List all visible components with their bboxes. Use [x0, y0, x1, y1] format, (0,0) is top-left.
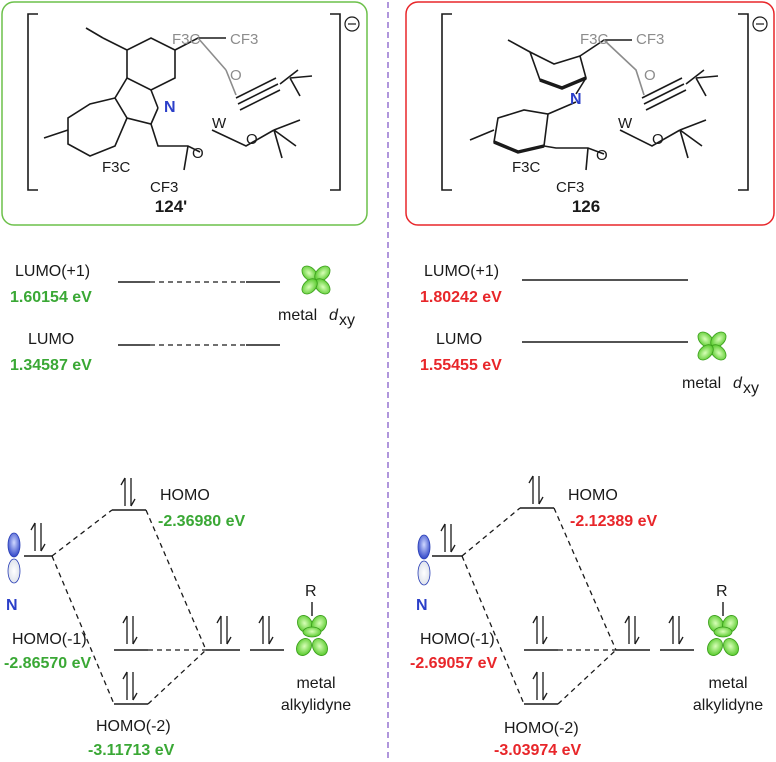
- n-atom-label: N: [164, 99, 176, 116]
- o-label-right: O: [246, 131, 258, 148]
- alkylidyne-label-line2: alkylidyne: [281, 697, 351, 714]
- mo-panel-right: LUMO(+1) 1.80242 eV LUMO 1.55455 eV meta…: [410, 263, 763, 759]
- compound-box-left: F3C CF3 O N W O O F3C CF3 124': [1, 1, 368, 226]
- w-atom-label: W: [618, 115, 633, 132]
- electron-pair-icon: [216, 615, 232, 645]
- electron-pair-icon: [30, 522, 46, 552]
- electron-pair-icon: [532, 671, 548, 701]
- electron-pair-icon: [668, 615, 684, 645]
- o-label-bottom: O: [192, 145, 204, 162]
- o-label-right: O: [652, 131, 664, 148]
- r-group-label: R: [305, 583, 317, 600]
- homo-minus2-energy: -3.03974 eV: [494, 742, 582, 759]
- clover-orbital-icon: [298, 262, 334, 298]
- lumo-label: LUMO: [28, 331, 74, 348]
- electron-pair-icon: [122, 615, 138, 645]
- lumo-plus1-energy: 1.80242 eV: [420, 289, 502, 306]
- p-orbital-icon: [417, 534, 431, 586]
- metal-dxy-label: metal: [682, 375, 721, 392]
- clover-orbital-icon: [694, 328, 730, 364]
- alkylidyne-label-line2: alkylidyne: [693, 697, 763, 714]
- alkylidyne-label-line1: metal: [708, 675, 747, 692]
- homo-label: HOMO: [160, 487, 210, 504]
- electron-pair-icon: [532, 615, 548, 645]
- cf3-label-top: CF3: [636, 31, 664, 48]
- homo-minus1-label: HOMO(-1): [12, 631, 87, 648]
- homo-energy: -2.12389 eV: [570, 513, 658, 530]
- homo-minus1-energy: -2.86570 eV: [4, 655, 92, 672]
- homo-minus1-label: HOMO(-1): [420, 631, 495, 648]
- r-group-label: R: [716, 583, 728, 600]
- p-orbital-icon: [7, 532, 21, 584]
- d-symbol: d: [733, 375, 743, 392]
- n-orbital-label: N: [6, 597, 18, 614]
- n-orbital-label: N: [416, 597, 428, 614]
- w-atom-label: W: [212, 115, 227, 132]
- lumo-plus1-label: LUMO(+1): [15, 263, 90, 280]
- alkylidyne-orbital-icon: [292, 601, 332, 659]
- cf3-label-bottom: CF3: [150, 179, 178, 196]
- compound-label-left: 124': [155, 197, 187, 216]
- alkylidyne-label-line1: metal: [296, 675, 335, 692]
- cf3-label-top: CF3: [230, 31, 258, 48]
- electron-pair-icon: [258, 615, 274, 645]
- d-symbol: d: [329, 307, 339, 324]
- cf3-label-bottom: CF3: [556, 179, 584, 196]
- f3c-label-top: F3C: [172, 31, 201, 48]
- metal-dxy-label: metal: [278, 307, 317, 324]
- homo-energy: -2.36980 eV: [158, 513, 246, 530]
- alkylidyne-orbital-icon: [703, 601, 743, 659]
- n-atom-label: N: [570, 91, 582, 108]
- electron-pair-icon: [624, 615, 640, 645]
- homo-minus2-label: HOMO(-2): [96, 718, 171, 735]
- o-label-bottom: O: [596, 147, 608, 164]
- f3c-label-bottom: F3C: [512, 159, 541, 176]
- homo-minus2-label: HOMO(-2): [504, 720, 579, 737]
- f3c-label-bottom: F3C: [102, 159, 131, 176]
- electron-pair-icon: [120, 477, 136, 507]
- xy-subscript: xy: [743, 380, 759, 397]
- lumo-plus1-label: LUMO(+1): [424, 263, 499, 280]
- lumo-energy: 1.34587 eV: [10, 357, 92, 374]
- f3c-label-top: F3C: [580, 31, 609, 48]
- compound-label-right: 126: [572, 197, 600, 216]
- electron-pair-icon: [122, 671, 138, 701]
- lumo-energy: 1.55455 eV: [420, 357, 502, 374]
- lumo-label: LUMO: [436, 331, 482, 348]
- lumo-plus1-energy: 1.60154 eV: [10, 289, 92, 306]
- mo-panel-left: LUMO(+1) 1.60154 eV metal d xy LUMO 1.34…: [4, 262, 355, 759]
- homo-minus2-energy: -3.11713 eV: [88, 742, 175, 759]
- electron-pair-icon: [440, 523, 456, 553]
- xy-subscript: xy: [339, 312, 355, 329]
- homo-label: HOMO: [568, 487, 618, 504]
- compound-box-right: F3C CF3 O N W O O F3C CF3 126: [405, 1, 775, 226]
- homo-minus1-energy: -2.69057 eV: [410, 655, 498, 672]
- o-label-top: O: [230, 67, 242, 84]
- electron-pair-icon: [528, 475, 544, 505]
- o-label-top: O: [644, 67, 656, 84]
